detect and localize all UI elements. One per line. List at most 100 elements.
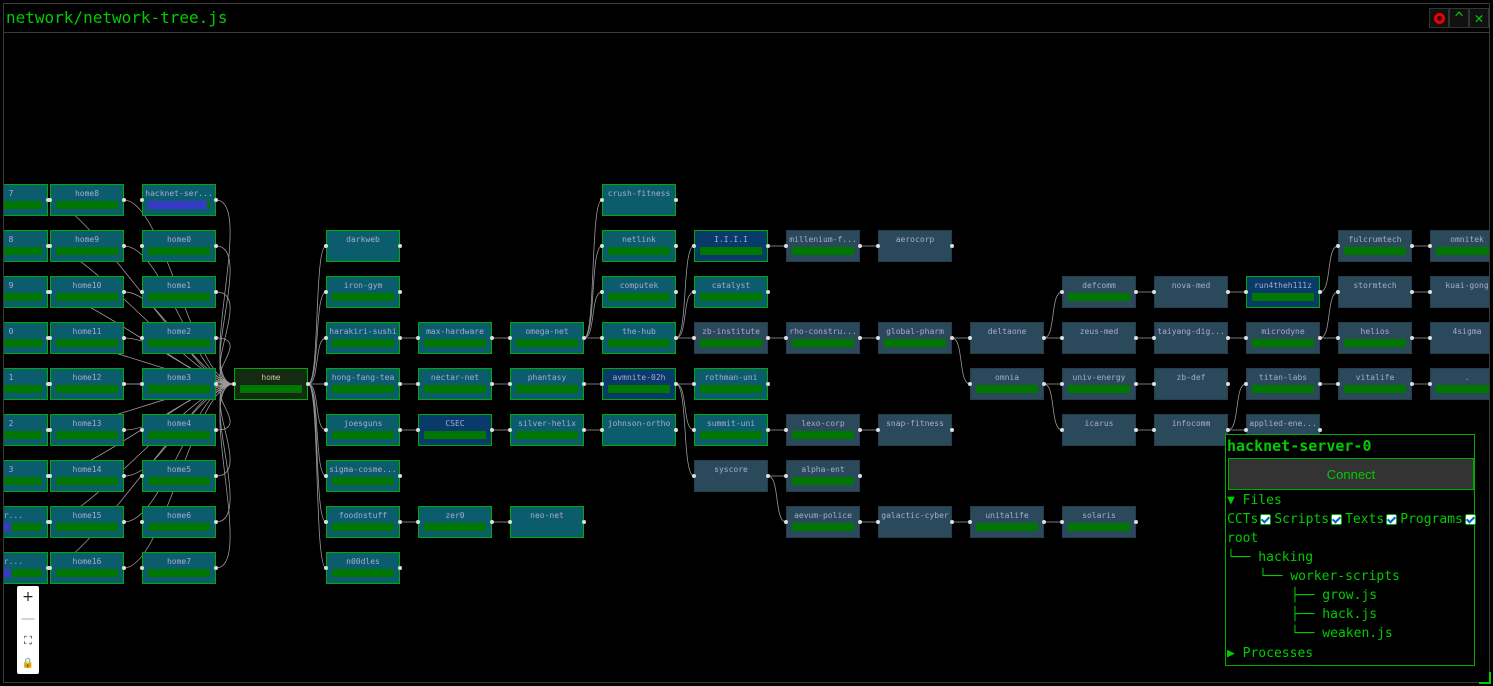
server-node[interactable]: home14 (50, 460, 124, 492)
server-node[interactable]: zeus-med (1062, 322, 1136, 354)
server-node[interactable]: 1 (4, 368, 48, 400)
server-node[interactable]: avmnite-02h (602, 368, 676, 400)
lock-button[interactable]: 🔒 (17, 652, 39, 674)
server-node[interactable]: silver-helix (510, 414, 584, 446)
server-node[interactable]: computek (602, 276, 676, 308)
server-node[interactable]: run4theh111z (1246, 276, 1320, 308)
network-graph[interactable]: 7890123er...er...home8home9home10home11h… (4, 33, 1489, 682)
filter-checkbox[interactable] (1331, 514, 1343, 525)
server-node[interactable]: home3 (142, 368, 216, 400)
server-node[interactable]: max-hardware (418, 322, 492, 354)
server-node[interactable]: univ-energy (1062, 368, 1136, 400)
server-node[interactable]: darkweb (326, 230, 400, 262)
server-node[interactable]: galactic-cyber (878, 506, 952, 538)
server-node[interactable]: er... (4, 506, 48, 538)
kill-script-button[interactable] (1429, 8, 1449, 28)
filter-checkbox[interactable] (1260, 514, 1272, 525)
server-node[interactable]: omega-net (510, 322, 584, 354)
server-node[interactable]: zb-institute (694, 322, 768, 354)
server-node[interactable]: home9 (50, 230, 124, 262)
server-node[interactable]: global-pharm (878, 322, 952, 354)
server-node[interactable]: 4sigma (1430, 322, 1489, 354)
filter-checkbox[interactable] (1386, 514, 1398, 525)
server-node[interactable]: titan-labs (1246, 368, 1320, 400)
server-node[interactable]: aerocorp (878, 230, 952, 262)
server-node[interactable]: summit-uni (694, 414, 768, 446)
zoom-out-button[interactable]: — (17, 608, 39, 630)
server-node[interactable]: home4 (142, 414, 216, 446)
connect-button[interactable]: Connect (1228, 458, 1474, 490)
server-node[interactable]: icarus (1062, 414, 1136, 446)
server-node[interactable]: home11 (50, 322, 124, 354)
server-node[interactable]: infocomm (1154, 414, 1228, 446)
server-node[interactable]: neo-net (510, 506, 584, 538)
server-node[interactable]: iron-gym (326, 276, 400, 308)
zoom-in-button[interactable]: + (17, 586, 39, 608)
server-node[interactable]: home2 (142, 322, 216, 354)
server-node[interactable]: fulcrumtech (1338, 230, 1412, 262)
server-node[interactable]: hong-fang-tea (326, 368, 400, 400)
server-node[interactable]: 8 (4, 230, 48, 262)
close-button[interactable]: ✕ (1469, 8, 1489, 28)
server-node[interactable]: home15 (50, 506, 124, 538)
server-node[interactable]: vitalife (1338, 368, 1412, 400)
server-node[interactable]: CSEC (418, 414, 492, 446)
server-node[interactable]: crush-fitness (602, 184, 676, 216)
server-node[interactable]: harakiri-sushi (326, 322, 400, 354)
server-node[interactable]: home13 (50, 414, 124, 446)
server-node[interactable]: 2 (4, 414, 48, 446)
server-node[interactable]: solaris (1062, 506, 1136, 538)
server-node[interactable]: syscore (694, 460, 768, 492)
server-node[interactable]: I.I.I.I (694, 230, 768, 262)
server-node[interactable]: home6 (142, 506, 216, 538)
server-node[interactable]: home0 (142, 230, 216, 262)
server-node[interactable]: millenium-f... (786, 230, 860, 262)
server-node[interactable]: alpha-ent (786, 460, 860, 492)
server-node[interactable]: deltaone (970, 322, 1044, 354)
server-node[interactable]: hacknet-ser... (142, 184, 216, 216)
fit-view-button[interactable]: ⛶ (17, 630, 39, 652)
file-tree-item[interactable]: ├── grow.js (1291, 588, 1378, 603)
server-node[interactable]: n00dles (326, 552, 400, 584)
server-node[interactable]: 7 (4, 184, 48, 216)
server-node[interactable]: aevum-police (786, 506, 860, 538)
server-node[interactable]: home (234, 368, 308, 400)
file-tree-item[interactable]: └── hacking (1227, 550, 1314, 565)
server-node[interactable]: rho-constru... (786, 322, 860, 354)
server-node[interactable]: omnitek (1430, 230, 1489, 262)
server-node[interactable]: the-hub (602, 322, 676, 354)
minimize-button[interactable]: ^ (1449, 8, 1469, 28)
processes-toggle[interactable]: ▶ Processes (1227, 646, 1314, 661)
server-node[interactable]: snap-fitness (878, 414, 952, 446)
server-node[interactable]: catalyst (694, 276, 768, 308)
server-node[interactable]: nova-med (1154, 276, 1228, 308)
server-node[interactable]: foodnstuff (326, 506, 400, 538)
server-node[interactable]: phantasy (510, 368, 584, 400)
server-node[interactable]: sigma-cosme... (326, 460, 400, 492)
server-node[interactable]: omnia (970, 368, 1044, 400)
server-node[interactable]: rothman-uni (694, 368, 768, 400)
files-toggle[interactable]: ▼ Files (1227, 493, 1282, 508)
server-node[interactable]: joesguns (326, 414, 400, 446)
server-node[interactable]: nectar-net (418, 368, 492, 400)
server-node[interactable]: netlink (602, 230, 676, 262)
server-node[interactable]: home7 (142, 552, 216, 584)
title-bar[interactable]: network/network-tree.js ^ ✕ (4, 4, 1489, 33)
server-node[interactable]: home12 (50, 368, 124, 400)
filter-checkbox[interactable] (1464, 514, 1476, 525)
server-node[interactable]: 3 (4, 460, 48, 492)
file-tree-item[interactable]: └── weaken.js (1291, 626, 1393, 641)
server-node[interactable]: microdyne (1246, 322, 1320, 354)
server-node[interactable]: zer0 (418, 506, 492, 538)
server-node[interactable]: unitalife (970, 506, 1044, 538)
server-node[interactable]: . (1430, 368, 1489, 400)
server-node[interactable]: 0 (4, 322, 48, 354)
server-node[interactable]: lexo-corp (786, 414, 860, 446)
file-tree-item[interactable]: root (1227, 531, 1259, 546)
server-node[interactable]: home1 (142, 276, 216, 308)
server-node[interactable]: taiyang-dig... (1154, 322, 1228, 354)
server-node[interactable]: zb-def (1154, 368, 1228, 400)
server-node[interactable]: johnson-ortho (602, 414, 676, 446)
server-node[interactable]: defcomm (1062, 276, 1136, 308)
server-node[interactable]: home5 (142, 460, 216, 492)
